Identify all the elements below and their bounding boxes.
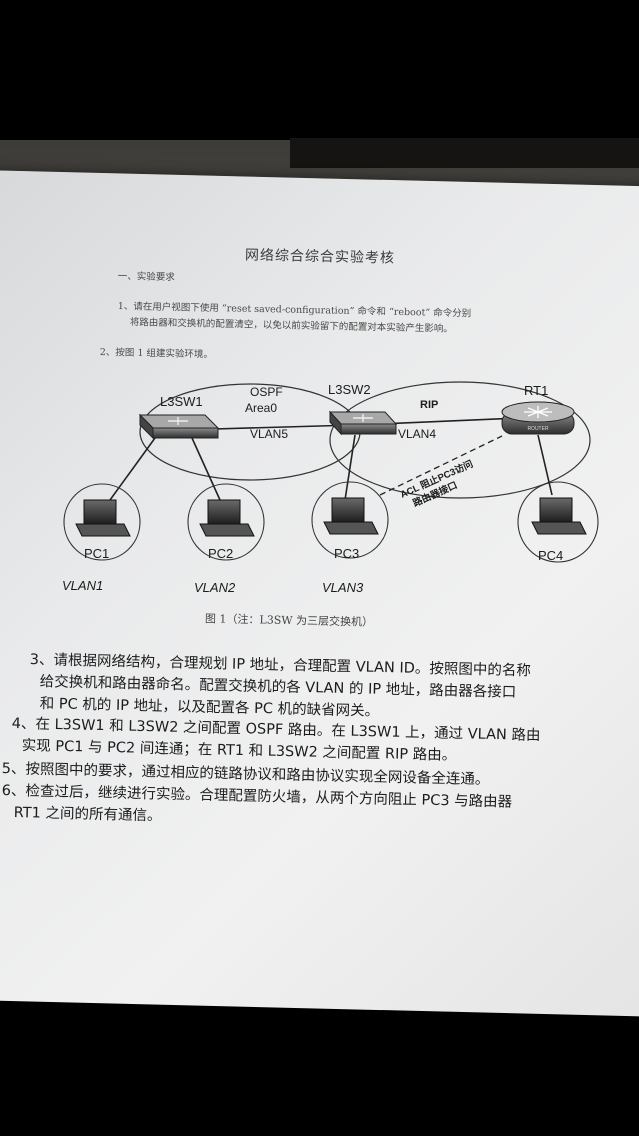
l3sw1-switch-icon	[138, 413, 220, 440]
pc4-label: PC4	[538, 548, 563, 563]
background-object	[290, 138, 639, 168]
vlan2-label: VLAN2	[194, 580, 236, 595]
vlan1-label: VLAN1	[62, 578, 103, 593]
area0-label: Area0	[245, 401, 277, 415]
router-badge-text: ROUTER	[527, 426, 549, 432]
pc2-icon	[187, 483, 265, 561]
requirement-6-line-2: RT1 之间的所有通信。	[13, 804, 162, 825]
section-heading: 一、实验要求	[117, 270, 175, 284]
rt1-label: RT1	[524, 383, 548, 398]
pc3-label: PC3	[334, 546, 359, 561]
network-topology-diagram: ROUTER L3SW1 L3SW2 RT1 OSPF Area0 VLAN5 …	[62, 381, 599, 595]
pc1-icon	[63, 483, 141, 561]
pc2-label: PC2	[208, 546, 233, 561]
requirement-2: 2、按图 1 组建实验环境。	[99, 346, 214, 361]
rip-label: RIP	[420, 399, 438, 411]
vlan5-label: VLAN5	[250, 427, 288, 441]
document-title: 网络综合综合实验考核	[244, 247, 396, 267]
vlan4-label: VLAN4	[398, 427, 436, 441]
l3sw2-switch-icon	[328, 410, 398, 436]
pc1-label: PC1	[84, 546, 109, 561]
pc4-icon	[517, 481, 599, 563]
vlan3-label: VLAN3	[322, 580, 364, 595]
rip-area-ellipse	[329, 381, 591, 499]
l3sw2-label: L3SW2	[328, 382, 371, 397]
l3sw1-label: L3SW1	[160, 394, 203, 409]
ospf-label: OSPF	[250, 385, 283, 399]
rt1-router-icon: ROUTER	[501, 401, 575, 435]
pc3-icon	[311, 481, 389, 559]
